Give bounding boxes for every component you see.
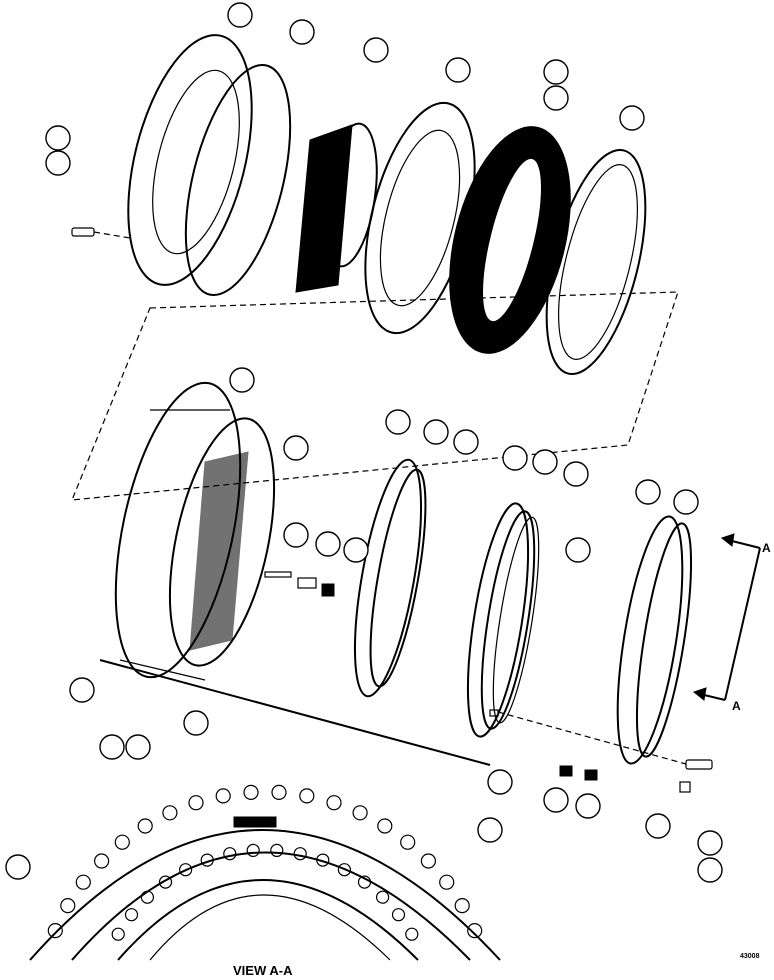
bolt-hole: [158, 875, 173, 889]
bolt-hole: [60, 897, 76, 914]
bolt-hole: [376, 890, 390, 904]
bolt-hole: [326, 795, 342, 811]
piston: [353, 458, 427, 698]
callout-bubble: [502, 445, 528, 471]
thin-plate: [545, 148, 647, 376]
callout-bubble: [289, 19, 315, 45]
bolt-hole: [137, 818, 153, 834]
bolt-hole-pattern: [47, 784, 483, 941]
bolt-hole: [405, 927, 419, 941]
piston-seal-assembly: [466, 502, 540, 738]
callout-bubble: [477, 817, 503, 843]
gear-ring: [295, 122, 378, 293]
pin-spring-set: [264, 571, 335, 597]
bolt-hole: [377, 818, 393, 834]
callout-bubble: [673, 489, 699, 515]
bolt-hole: [454, 897, 470, 914]
bolt-hole: [124, 908, 139, 922]
callout-bubble: [445, 57, 471, 83]
bolt-hole: [111, 927, 125, 941]
alignment-box: [71, 291, 679, 501]
bolt-hole: [293, 847, 307, 861]
figure-id: 43008: [740, 953, 760, 960]
bolt-hole: [215, 788, 231, 804]
bolt-hole: [420, 853, 436, 869]
bolt-hole: [467, 922, 483, 939]
callout-bubble: [543, 85, 569, 111]
callout-bubble: [565, 537, 591, 563]
bolt-hole: [114, 834, 130, 850]
brake-housing: [114, 381, 276, 681]
bolt-hole: [337, 863, 351, 877]
cover-plate: [616, 515, 693, 765]
section-marker-bottom: A: [732, 699, 741, 713]
bolt-hole: [179, 863, 193, 877]
bolt-hole: [223, 847, 237, 861]
bolt-hole: [299, 788, 315, 804]
callout-bubble: [532, 449, 558, 475]
bolt-top: [71, 227, 131, 239]
section-arrows: [692, 533, 761, 701]
callout-bubble: [183, 710, 209, 736]
callout-bubble: [575, 793, 601, 819]
bolt-hole: [140, 890, 154, 904]
bolt-hole: [271, 784, 287, 801]
bolt-hole: [439, 874, 455, 890]
callout-bubble: [543, 787, 569, 813]
callout-bubble: [5, 854, 31, 880]
bolt-bottom: [497, 711, 713, 770]
callout-bubble: [635, 479, 661, 505]
callout-bubble: [45, 125, 71, 151]
callout-bubble: [619, 105, 645, 131]
callout-bubble: [343, 537, 369, 563]
callout-bubble: [385, 409, 411, 435]
housing-ring: [127, 34, 253, 286]
bolt-hole: [316, 853, 330, 867]
section-marker-top: A: [762, 541, 771, 555]
callout-bubble: [645, 813, 671, 839]
callout-bubble: [227, 2, 253, 28]
o-ring-seal: [184, 63, 292, 297]
callout-bubble: [423, 419, 449, 445]
bolt-hole: [200, 853, 214, 867]
callout-bubble: [99, 734, 125, 760]
bolt-hole: [391, 908, 406, 922]
view-label: VIEW A-A: [233, 963, 293, 978]
bolt-hole: [352, 805, 368, 821]
callout-bubble: [229, 367, 255, 393]
bolt-hole: [400, 834, 416, 850]
group-bracket: [99, 659, 491, 766]
bolt-hole: [243, 784, 259, 801]
bolt-hole: [188, 795, 204, 811]
callout-bubble: [363, 37, 389, 63]
view-a-a-detail: [29, 816, 501, 961]
callout-bubble: [543, 59, 569, 85]
bolt-hole: [357, 875, 372, 889]
bolt-hole: [270, 843, 284, 858]
bolt-hole: [93, 853, 110, 869]
bolt-hole: [75, 874, 91, 890]
bolt-hole: [246, 843, 260, 858]
callout-bubble: [453, 429, 479, 455]
friction-disc: [449, 126, 571, 354]
callout-bubble: [125, 734, 151, 760]
callout-bubble: [69, 677, 95, 703]
springs-bottom: [489, 709, 691, 793]
callout-bubble: [283, 435, 309, 461]
callout-bubble: [697, 830, 723, 856]
bolt-hole: [162, 805, 178, 821]
callout-bubble: [45, 150, 71, 176]
callout-bubble: [283, 522, 309, 548]
callout-bubble: [315, 531, 341, 557]
callout-bubble: [697, 857, 723, 883]
bolt-hole: [47, 922, 63, 939]
callout-bubbles: [5, 2, 723, 883]
callout-bubble: [563, 461, 589, 487]
callout-bubble: [487, 769, 513, 795]
